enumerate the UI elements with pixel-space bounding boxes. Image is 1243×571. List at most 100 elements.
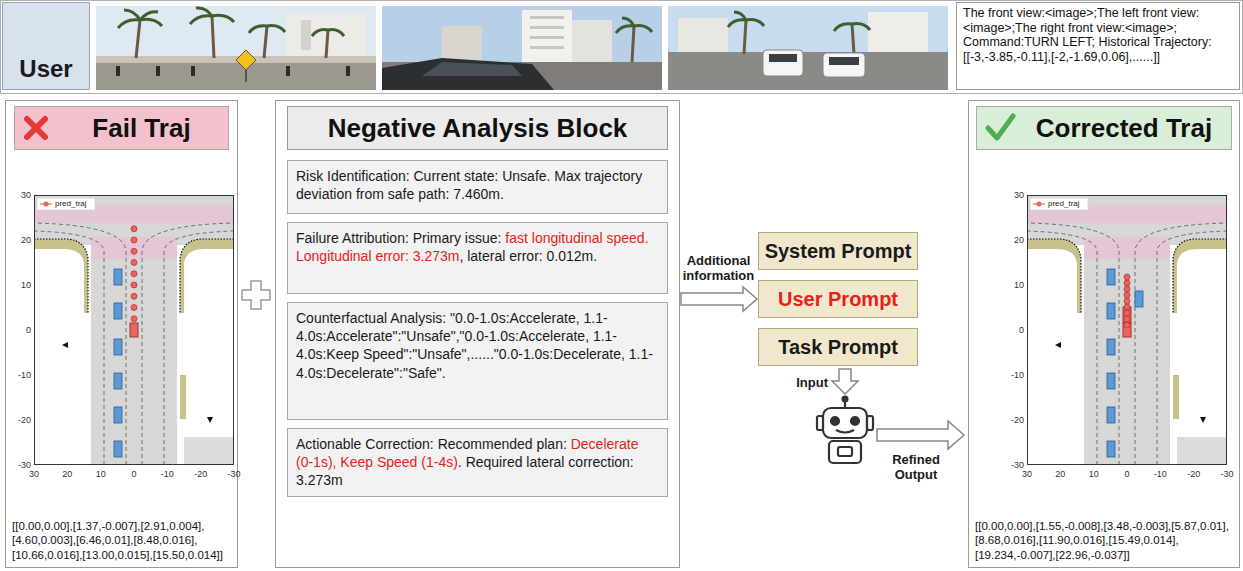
tick-text: 30 (21, 190, 31, 200)
tick-text: -30 (18, 460, 31, 470)
camera-photo (769, 54, 797, 62)
axis-tick: -20 (1002, 414, 1024, 426)
corrected-header-fill (977, 107, 1232, 150)
corrected-header: Corrected Traj (976, 106, 1232, 150)
tick-text: 10 (21, 280, 31, 290)
corrected-trajectory-points (1124, 298, 1130, 304)
robot-icon (836, 430, 854, 433)
corrected-trajectory-points (1124, 274, 1130, 328)
trajectory-values: [[0.00,0.00],[1.37,-0.007],[2.91,0.004],… (12, 519, 231, 562)
tick-text: -20 (1011, 415, 1024, 425)
tick-text: -10 (18, 370, 31, 380)
axis-tick: -30 (1215, 468, 1239, 480)
corrected-trajectory-points (1124, 292, 1130, 298)
axis-tick: 20 (1002, 234, 1024, 246)
tick-text: 10 (96, 469, 106, 479)
user-box: User (2, 2, 90, 90)
axis-tick: 20 (55, 468, 79, 480)
axis-tick: -20 (9, 414, 31, 426)
fail-header-fill (15, 107, 229, 150)
camera-photo (116, 66, 120, 76)
analysis-box: Risk Identification: Current state: Unsa… (287, 160, 668, 214)
camera-photo (868, 12, 928, 56)
tick-text: 30 (29, 469, 39, 479)
axis-tick: -30 (1002, 459, 1024, 471)
robot-icon (829, 441, 861, 463)
camera-photo (116, 66, 350, 76)
axis-tick: -10 (9, 369, 31, 381)
analysis-box: Counterfactual Analysis: "0.0-1.0s:Accel… (287, 302, 668, 420)
fail-header: Fail Traj (14, 106, 229, 150)
axis-tick: 20 (9, 234, 31, 246)
corrected-trajectory-points (1135, 291, 1143, 307)
camera-photo (382, 6, 662, 90)
analysis-text: Risk Identification: Current state: Unsa… (296, 168, 642, 202)
tick-text: 0 (131, 469, 136, 479)
fail-header-fill (27, 119, 45, 137)
camera-photo (530, 16, 564, 19)
edge-label: Additional information (681, 253, 756, 283)
tick-text: 0 (26, 325, 31, 335)
block-arrow (681, 287, 757, 311)
axis-tick: 0 (9, 324, 31, 336)
robot-icon (851, 417, 859, 425)
corrected-trajectory-points (1124, 280, 1130, 286)
axis-tick: 20 (1048, 468, 1072, 480)
prompt-box: User Prompt (758, 280, 918, 318)
camera-photo (728, 12, 870, 31)
corrected-trajectory-points (1124, 286, 1130, 292)
tick-text: -10 (1011, 370, 1024, 380)
tick-text: -30 (1011, 460, 1024, 470)
axis-tick: -20 (189, 468, 213, 480)
tick-text: 20 (1055, 469, 1065, 479)
camera-photo (96, 6, 376, 90)
corrected-header-fill (977, 107, 1232, 150)
panel-title: Negative Analysis Block (287, 106, 668, 150)
corrected-trajectory-points (1123, 274, 1143, 328)
output-arrow (877, 421, 964, 449)
tick-text: -30 (1220, 469, 1233, 479)
analysis-text: , lateral error: 0.012m. (459, 248, 597, 264)
prompt-box: System Prompt (758, 232, 918, 270)
camera-photo (530, 16, 564, 49)
tick-text: 0 (1124, 469, 1129, 479)
camera-photo (191, 66, 195, 76)
header-title: Fail Traj (92, 113, 190, 144)
robot-icon (817, 397, 873, 464)
camera-photo (616, 18, 652, 33)
prompt-label: System Prompt (765, 240, 912, 263)
analysis-text: Counterfactual Analysis: "0.0-1.0s:Accel… (296, 310, 653, 381)
corrected-trajectory-points (1124, 274, 1130, 280)
arrow-text: Input (796, 375, 828, 390)
axis-tick: 30 (1015, 468, 1039, 480)
axis-tick: 30 (22, 468, 46, 480)
tick-text: 20 (62, 469, 72, 479)
tick-text: 20 (1014, 235, 1024, 245)
illustration (34, 195, 234, 465)
axis-tick: -30 (222, 468, 246, 480)
camera-photo (668, 6, 948, 90)
prompt-text: The front view:<image>;The left front vi… (963, 6, 1233, 65)
failed-trajectory-points (131, 260, 137, 266)
failed-trajectory-points (131, 282, 137, 288)
analysis-box: Actionable Correction: Recommended plan:… (287, 428, 668, 497)
tick-text: -20 (1187, 469, 1200, 479)
camera-photo (422, 62, 522, 76)
camera-photo (572, 20, 612, 66)
corrected-trajectory-points (1124, 310, 1130, 316)
axis-tick: 10 (89, 468, 113, 480)
illustration (1027, 195, 1227, 465)
analysis-text: Failure Attribution: Primary issue: (296, 230, 501, 246)
plot-legend: pred_traj (1048, 198, 1080, 210)
camera-photo (136, 16, 328, 58)
tick-text: -10 (1154, 469, 1167, 479)
analysis-panel: Negative Analysis BlockRisk Identificati… (275, 100, 680, 568)
camera-photo (382, 58, 554, 90)
camera-photo (744, 20, 854, 54)
axis-tick: 10 (1082, 468, 1106, 480)
fail-panel: [[0.00,0.00],[1.37,-0.007],[2.91,0.004],… (5, 100, 238, 568)
axis-tick: 30 (1002, 189, 1024, 201)
camera-photo (530, 36, 564, 39)
camera-photo (668, 6, 948, 90)
corrected-panel: [[0.00,0.00],[1.55,-0.008],[3.48,-0.003]… (968, 100, 1240, 568)
